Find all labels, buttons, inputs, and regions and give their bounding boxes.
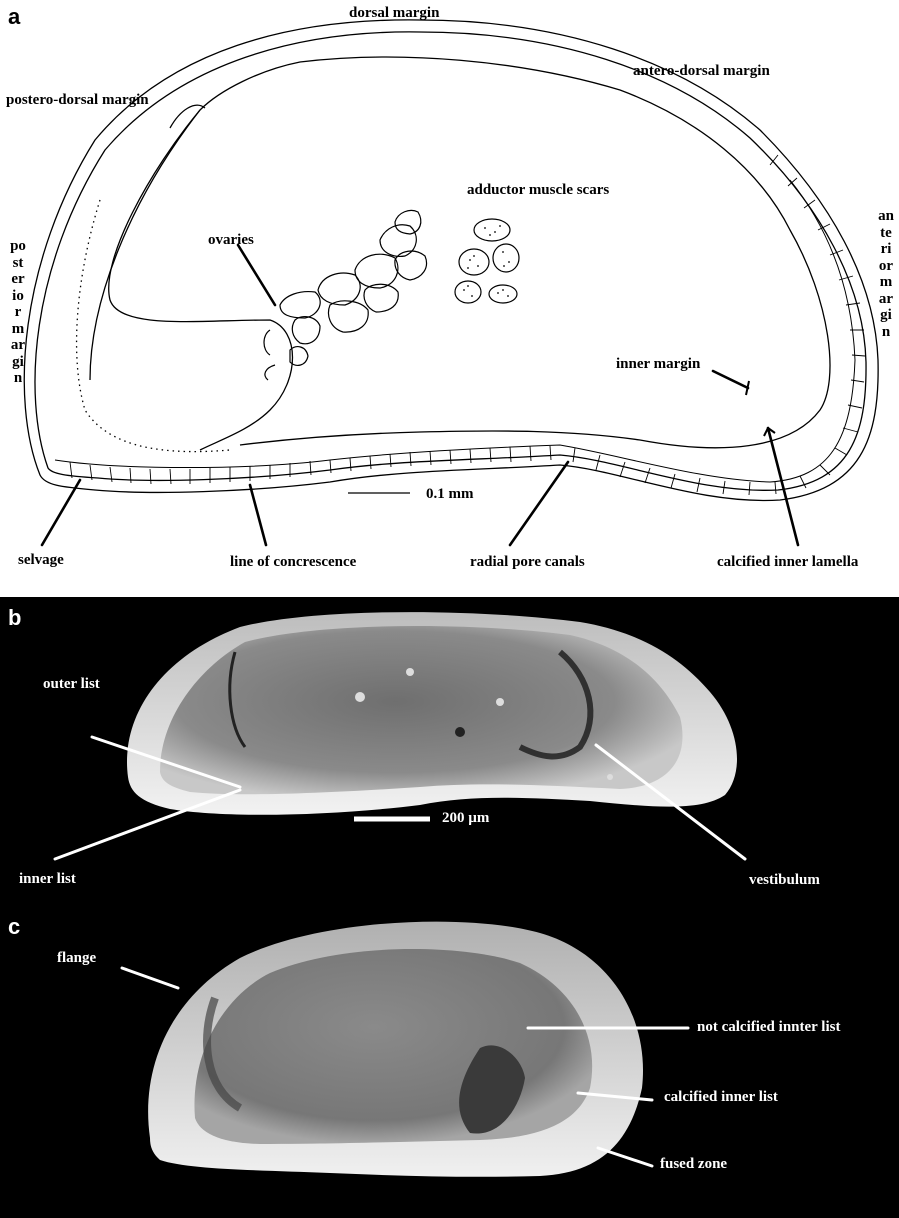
dotted-inner-line	[77, 200, 230, 452]
label-antero-dorsal-margin: antero-dorsal margin	[633, 64, 770, 79]
outer-valve-outline	[24, 20, 878, 501]
label-adductor-muscle-scars: adductor muscle scars	[467, 183, 609, 198]
label-dorsal-margin: dorsal margin	[349, 6, 439, 21]
sem-valve-c	[0, 908, 899, 1218]
panel-a-line-drawing: a dorsal margin antero-dorsal margin pos…	[0, 0, 899, 597]
label-selvage: selvage	[18, 553, 64, 568]
leader-tips	[746, 381, 775, 436]
label-flange: flange	[57, 951, 96, 966]
label-anterior-margin: anteriormargin	[878, 208, 894, 340]
label-fused-zone: fused zone	[660, 1157, 727, 1172]
valve-outline-drawing	[0, 0, 899, 597]
adductor-muscle-scar-stipple	[463, 225, 510, 297]
panel-label-c: c	[8, 916, 20, 938]
leader-lines	[42, 245, 798, 545]
label-outer-list: outer list	[43, 677, 100, 692]
inner-margin-line	[90, 57, 830, 448]
label-not-calcified-inner-list: not calcified innter list	[697, 1020, 840, 1035]
label-inner-list: inner list	[19, 872, 76, 887]
label-inner-margin: inner margin	[616, 357, 700, 372]
ovary-cells	[264, 210, 427, 380]
panel-c-sem-image: c flange not calcified innter list calci…	[0, 908, 899, 1218]
sem-valve-b	[0, 597, 899, 908]
label-calcified-inner-lamella: calcified inner lamella	[717, 555, 858, 570]
panel-label-b: b	[8, 607, 21, 629]
ovary-loop-outline	[109, 110, 293, 450]
label-posterior-margin: posteriormargin	[10, 238, 26, 387]
valve-b-inner	[160, 626, 683, 794]
panel-label-a: a	[8, 6, 20, 28]
label-scale-b: 200 µm	[442, 811, 489, 826]
label-scale-a: 0.1 mm	[426, 487, 474, 502]
panel-b-sem-image: b outer list inner list 200 µm vestibulu…	[0, 597, 899, 908]
radial-pore-canal-ticks	[70, 155, 865, 495]
label-postero-dorsal-margin: postero-dorsal margin	[6, 93, 149, 108]
label-vestibulum: vestibulum	[749, 873, 820, 888]
label-calcified-inner-list: calcified inner list	[664, 1090, 778, 1105]
pore-canal-band	[55, 180, 855, 482]
label-radial-pore-canals: radial pore canals	[470, 555, 585, 570]
label-line-of-concrescence: line of concrescence	[230, 555, 356, 570]
label-ovaries: ovaries	[208, 233, 254, 248]
selvage-outline	[35, 32, 866, 490]
